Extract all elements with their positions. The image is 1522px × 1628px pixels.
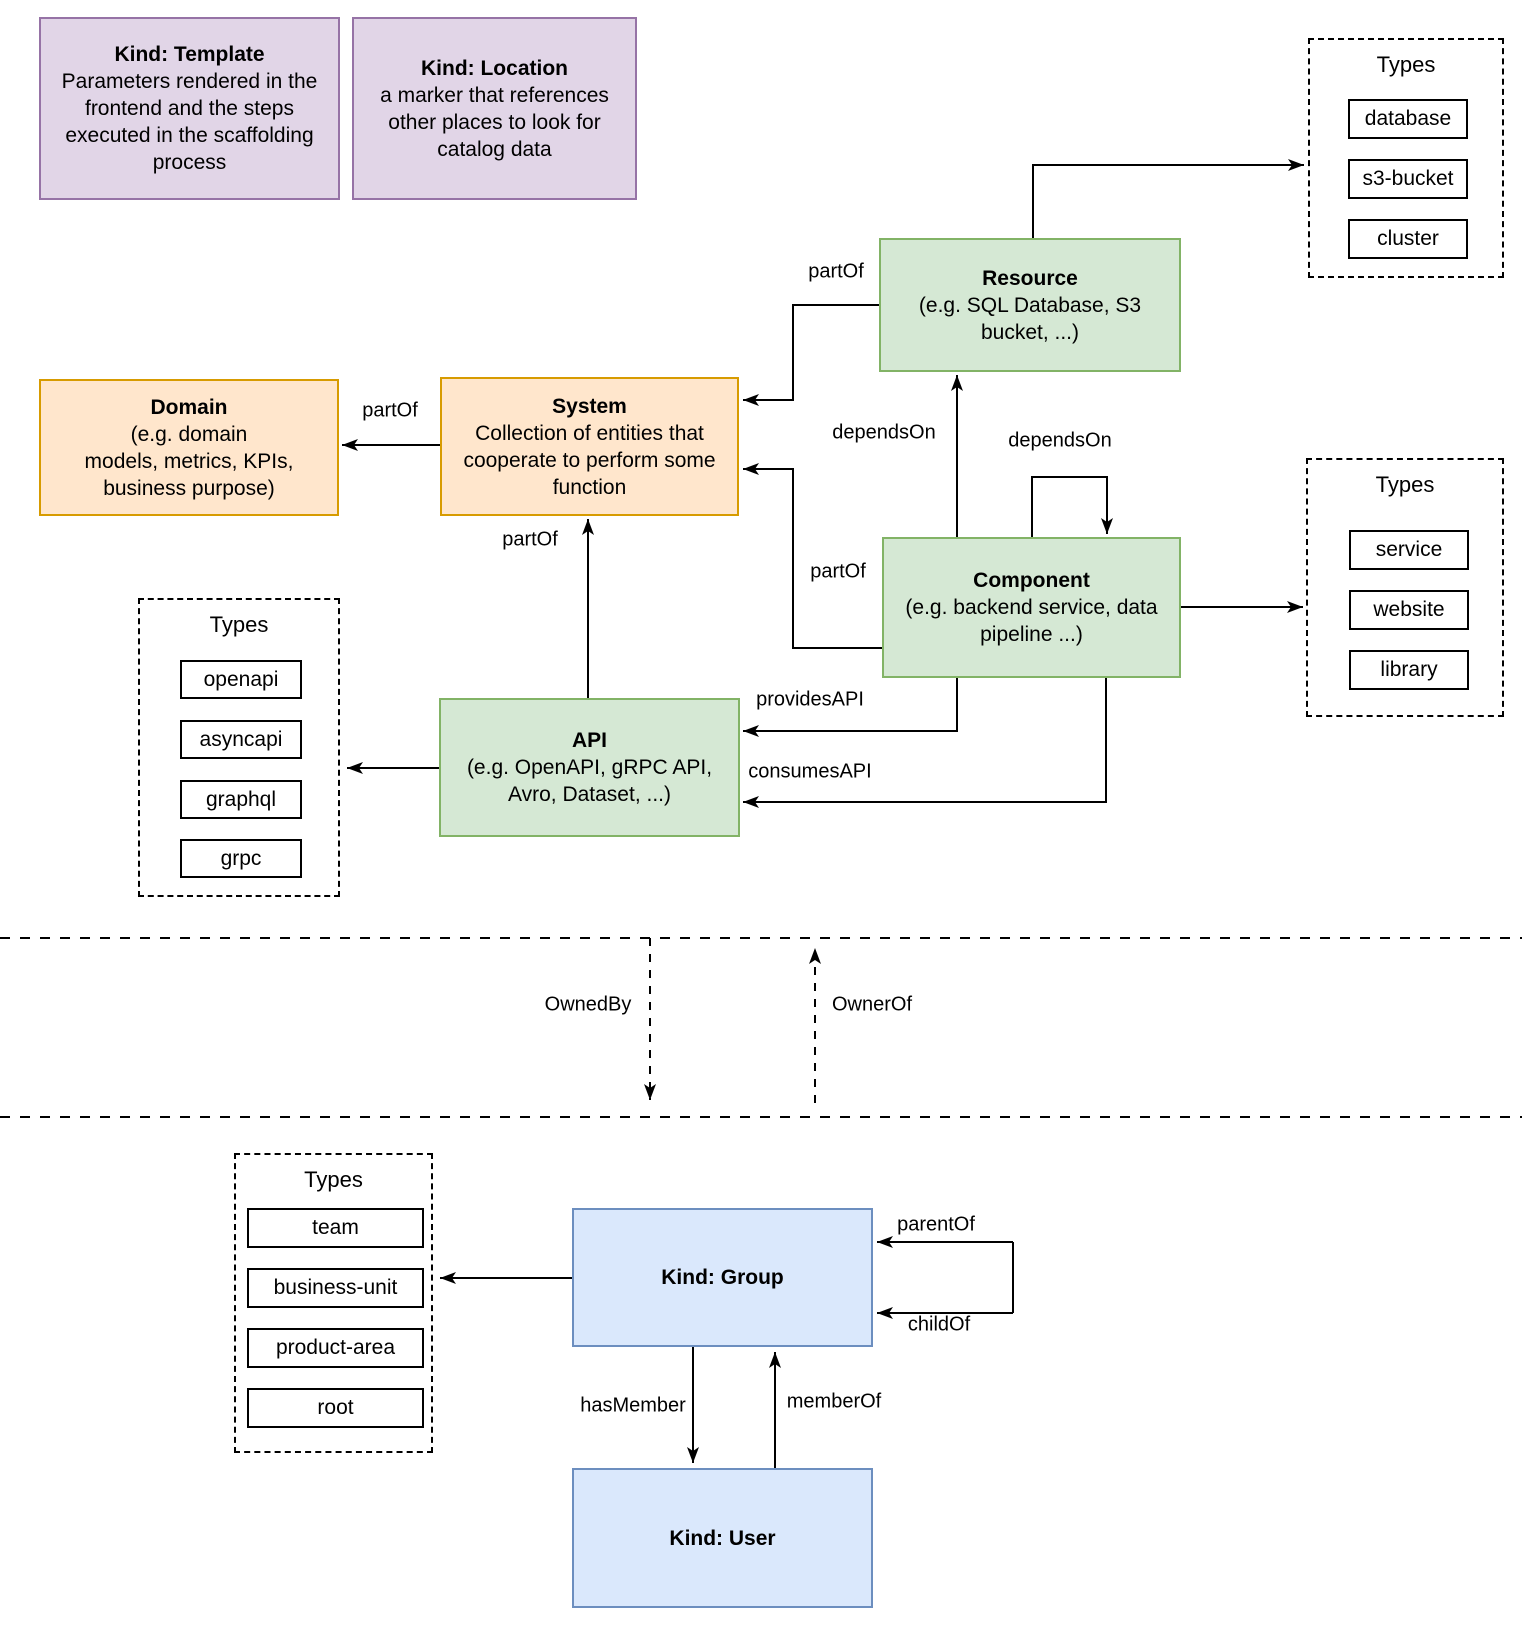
node-title: API — [571, 729, 607, 752]
node-title: Kind: Location — [421, 56, 568, 80]
edge-resource-partof-system — [743, 304, 879, 406]
edge-component-consumesapi-api — [743, 678, 1107, 808]
typebox-resource: Types database s3-bucket cluster — [1308, 38, 1504, 278]
type-item-grpc: grpc — [180, 839, 302, 878]
edge-label-memberof: memberOf — [786, 1390, 882, 1413]
node-domain: Domain (e.g. domain models, metrics, KPI… — [39, 379, 339, 516]
type-item-root: root — [247, 1388, 424, 1428]
type-item-library: library — [1349, 650, 1469, 690]
edge-component-partof-system — [743, 463, 882, 649]
edge-component-dependson-self — [1031, 476, 1113, 537]
type-item-website: website — [1349, 590, 1469, 630]
type-item-team: team — [247, 1208, 424, 1248]
edge-label-providesapi: providesAPI — [756, 688, 864, 711]
typebox-component: Types service website library — [1306, 458, 1504, 717]
node-title: System — [552, 394, 627, 418]
node-title: Kind: Group — [661, 1266, 784, 1289]
type-item-openapi: openapi — [180, 660, 302, 699]
node-body: (e.g. domain models, metrics, KPIs, busi… — [84, 422, 294, 500]
node-body: (e.g. SQL Database, S3 bucket, ...) — [918, 293, 1142, 344]
node-resource: Resource (e.g. SQL Database, S3 bucket, … — [879, 238, 1181, 372]
type-item-asyncapi: asyncapi — [180, 720, 302, 759]
node-body: a marker that references other places to… — [380, 83, 609, 161]
typebox-api: Types openapi asyncapi graphql grpc — [138, 598, 340, 897]
node-title: Domain — [150, 395, 228, 419]
node-kind-template: Kind: Template Parameters rendered in th… — [39, 17, 340, 200]
node-title: Component — [973, 569, 1090, 592]
edge-component-providesapi-api — [743, 678, 958, 737]
node-title: Kind: User — [669, 1526, 776, 1550]
type-item-cluster: cluster — [1348, 219, 1468, 259]
edge-label-partof-system-domain: partOf — [362, 399, 418, 422]
type-item-s3-bucket: s3-bucket — [1348, 159, 1468, 199]
edge-label-parentof: parentOf — [897, 1213, 975, 1236]
typebox-title: Types — [1376, 52, 1436, 77]
edge-label-partof-component-system: partOf — [810, 560, 866, 583]
type-item-graphql: graphql — [180, 780, 302, 819]
node-title: Resource — [982, 266, 1078, 290]
typebox-title: Types — [304, 1167, 363, 1192]
edge-label-dependson-self: dependsOn — [1008, 429, 1112, 452]
node-body: Collection of entities that cooperate to… — [463, 421, 716, 499]
edge-label-ownerof: OwnerOf — [831, 993, 913, 1016]
node-body: (e.g. backend service, data pipeline ...… — [905, 596, 1158, 646]
edge-label-partof-resource-system: partOf — [808, 260, 864, 283]
edge-label-hasmember: hasMember — [580, 1394, 686, 1417]
type-item-business-unit: business-unit — [247, 1268, 424, 1308]
typebox-title: Types — [1375, 472, 1435, 497]
node-body: Parameters rendered in the frontend and … — [61, 70, 318, 174]
typebox-title: Types — [209, 612, 269, 637]
node-api: API (e.g. OpenAPI, gRPC API, Avro, Datas… — [439, 698, 740, 837]
edge-label-ownedby: OwnedBy — [544, 993, 632, 1016]
edge-label-childof: childOf — [907, 1313, 971, 1336]
type-item-database: database — [1348, 99, 1468, 139]
edge-label-partof-api-system: partOf — [502, 528, 558, 551]
node-system: System Collection of entities that coope… — [440, 377, 739, 516]
edge-label-consumesapi: consumesAPI — [748, 760, 872, 783]
node-kind-user: Kind: User — [572, 1468, 873, 1608]
type-item-product-area: product-area — [247, 1328, 424, 1368]
node-title: Kind: Template — [114, 43, 265, 66]
type-item-service: service — [1349, 530, 1469, 570]
node-body: (e.g. OpenAPI, gRPC API, Avro, Dataset, … — [466, 756, 713, 806]
node-component: Component (e.g. backend service, data pi… — [882, 537, 1181, 678]
typebox-group: Types team business-unit product-area ro… — [234, 1153, 433, 1453]
node-kind-group: Kind: Group — [572, 1208, 873, 1347]
edge-resource-to-types — [1032, 159, 1304, 238]
node-kind-location: Kind: Location a marker that references … — [352, 17, 637, 200]
edge-label-dependson-resource: dependsOn — [832, 421, 936, 444]
